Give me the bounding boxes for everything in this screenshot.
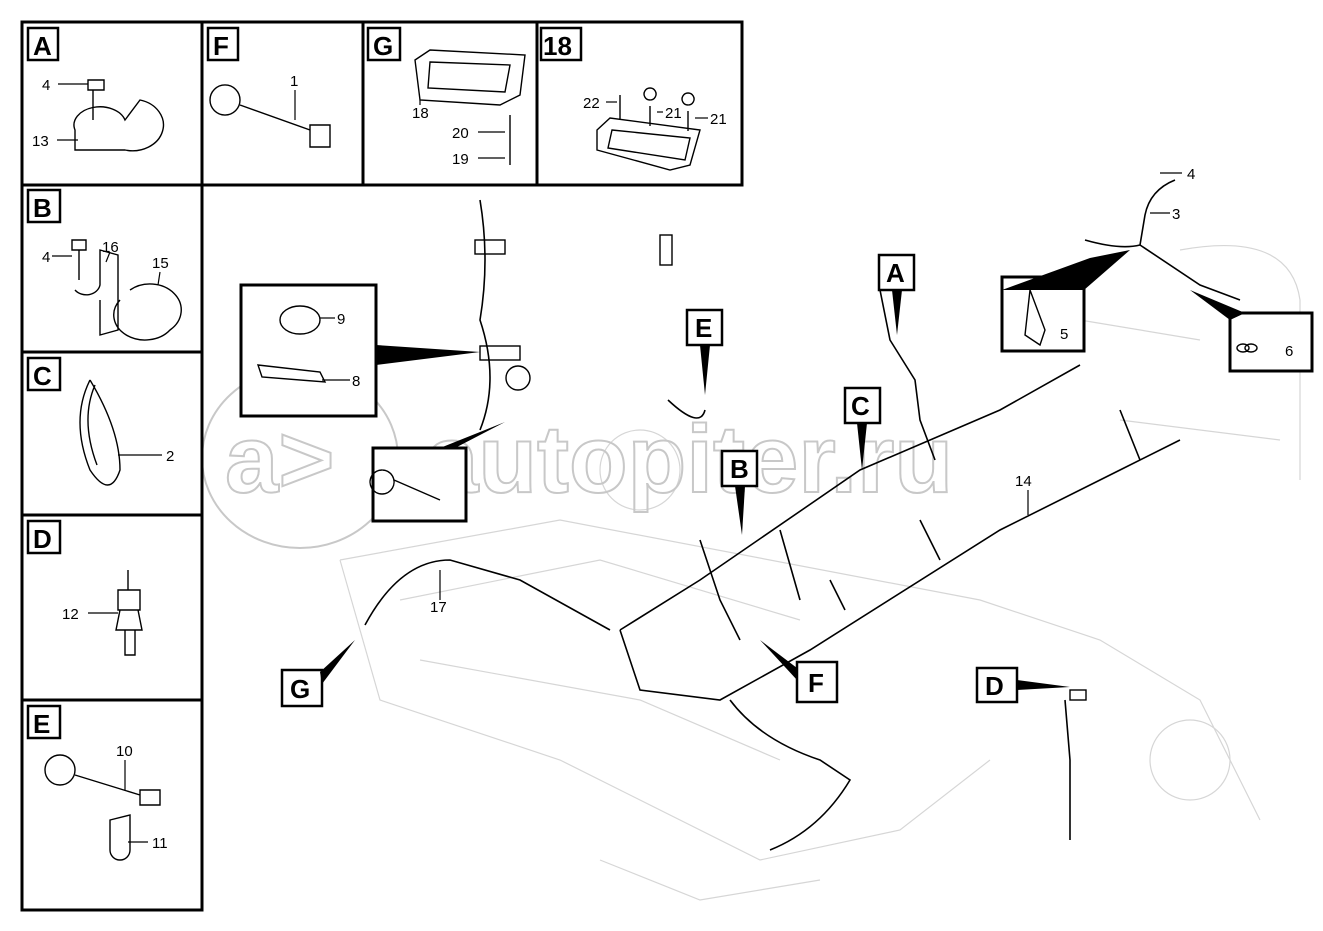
svg-text:G: G [373, 31, 393, 61]
callout-F: F [760, 640, 839, 704]
svg-text:G: G [290, 674, 310, 704]
svg-text:15: 15 [152, 255, 169, 272]
svg-text:B: B [33, 193, 52, 223]
svg-text:4: 4 [1187, 166, 1195, 183]
svg-text:F: F [808, 668, 824, 698]
svg-text:C: C [33, 361, 52, 391]
detail-box-D: D 12 [20, 513, 204, 702]
svg-text:9: 9 [337, 311, 345, 328]
svg-text:22: 22 [583, 95, 600, 112]
callout-D: D [975, 666, 1070, 704]
svg-text:E: E [33, 709, 50, 739]
svg-text:2: 2 [166, 448, 174, 465]
svg-text:19: 19 [452, 151, 469, 168]
svg-text:14: 14 [1015, 473, 1032, 490]
svg-text:17: 17 [430, 599, 447, 616]
svg-text:21: 21 [710, 111, 727, 128]
svg-text:4: 4 [42, 249, 50, 266]
svg-text:5: 5 [1060, 326, 1068, 343]
svg-text:4: 4 [42, 77, 50, 94]
wiring-harness [364, 179, 1241, 851]
detail-box-E: E 10 11 [20, 698, 204, 912]
svg-text:16: 16 [102, 239, 119, 256]
main-part-numbers: 4 3 5 6 17 14 [430, 166, 1314, 616]
svg-text:1: 1 [290, 73, 298, 90]
svg-text:3: 3 [1172, 206, 1180, 223]
svg-text:10: 10 [116, 743, 133, 760]
callout-E: E [685, 308, 724, 395]
svg-text:20: 20 [452, 125, 469, 142]
svg-text:D: D [33, 524, 52, 554]
svg-text:21: 21 [665, 105, 682, 122]
detail-box-A: A 4 13 [20, 20, 204, 187]
svg-text:A: A [886, 258, 905, 288]
svg-text:18: 18 [412, 105, 429, 122]
svg-text:C: C [851, 391, 870, 421]
detail-box-G: G 18 20 19 [361, 20, 539, 187]
svg-text:B: B [730, 454, 749, 484]
svg-text:E: E [695, 313, 712, 343]
svg-text:18: 18 [543, 31, 572, 61]
detail-box-18: 18 22 21 21 [535, 20, 744, 187]
svg-text:12: 12 [62, 606, 79, 623]
detail-box-B: B 4 16 15 [20, 183, 204, 354]
callout-B: B [720, 449, 759, 535]
svg-text:A: A [33, 31, 52, 61]
machine-outline [339, 244, 1301, 901]
callout-C: C [843, 386, 882, 470]
callout-G: G [280, 640, 355, 708]
svg-text:D: D [985, 671, 1004, 701]
svg-text:6: 6 [1285, 343, 1293, 360]
svg-text:8: 8 [352, 373, 360, 390]
svg-text:a>: a> [225, 406, 334, 513]
detail-box-F: F 1 [200, 20, 365, 187]
inset-clamp-detail: 9 8 [239, 283, 480, 418]
svg-text:11: 11 [152, 835, 168, 852]
inset-connector-detail [369, 422, 505, 523]
svg-text:F: F [213, 31, 229, 61]
svg-text:13: 13 [32, 133, 49, 150]
callout-A: A [877, 253, 916, 335]
detail-box-C: C 2 [20, 350, 204, 517]
